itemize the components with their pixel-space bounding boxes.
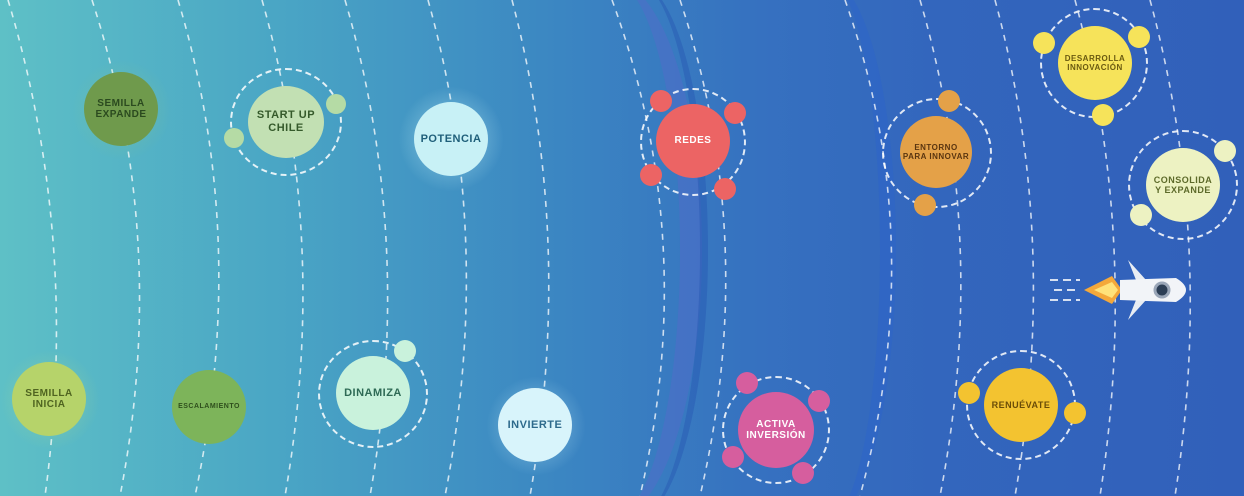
planet-escalamiento[interactable]: ESCALAMIENTO xyxy=(172,370,246,444)
moon xyxy=(326,94,346,114)
moon xyxy=(736,372,758,394)
planet-halo xyxy=(1128,130,1238,240)
planet-label: SEMILLA EXPANDE xyxy=(95,97,147,121)
planet-label: ESCALAMIENTO xyxy=(178,402,240,410)
planet-consolida[interactable]: CONSOLIDA Y EXPANDE xyxy=(1146,148,1220,222)
moon xyxy=(1092,104,1114,126)
planet-dinamiza[interactable]: DINAMIZA xyxy=(336,356,410,430)
planet-label: RENUÉVATE xyxy=(991,399,1051,410)
moon xyxy=(808,390,830,412)
planet-halo xyxy=(882,98,992,208)
rocket-icon xyxy=(1050,260,1186,320)
moon xyxy=(1214,140,1236,162)
moon xyxy=(914,194,936,216)
planet-label: DESARROLLA INNOVACIÓN xyxy=(1064,53,1126,72)
planet-potencia[interactable]: POTENCIA xyxy=(414,102,488,176)
planet-redes[interactable]: REDES xyxy=(656,104,730,178)
planet-desarrolla[interactable]: DESARROLLA INNOVACIÓN xyxy=(1058,26,1132,100)
planet-label: DINAMIZA xyxy=(344,386,402,399)
moon xyxy=(224,128,244,148)
nebula-band xyxy=(560,0,708,496)
moon xyxy=(1130,204,1152,226)
planet-halo xyxy=(318,340,428,448)
moon xyxy=(650,90,672,112)
moon xyxy=(1064,402,1086,424)
moon xyxy=(714,178,736,200)
moon xyxy=(1128,26,1150,48)
planet-halo xyxy=(722,376,830,484)
moon xyxy=(724,102,746,124)
planet-renuevate[interactable]: RENUÉVATE xyxy=(984,368,1058,442)
planet-label: POTENCIA xyxy=(420,132,482,145)
moon xyxy=(958,382,980,404)
planet-invierte[interactable]: INVIERTE xyxy=(498,388,572,462)
planet-label: REDES xyxy=(674,135,712,147)
planet-entorno[interactable]: ENTORNO PARA INNOVAR xyxy=(900,116,972,188)
moon xyxy=(938,90,960,112)
moon xyxy=(394,340,416,362)
planet-label: ENTORNO PARA INNOVAR xyxy=(902,142,970,161)
planet-semilla-expande[interactable]: SEMILLA EXPANDE xyxy=(84,72,158,146)
planet-activa-inversion[interactable]: ACTIVA INVERSIÓN xyxy=(738,392,814,468)
planet-start-up-chile[interactable]: START UP CHILE xyxy=(248,86,324,158)
planet-label: START UP CHILE xyxy=(256,109,316,134)
planet-halo xyxy=(640,88,746,196)
planet-label: INVIERTE xyxy=(507,418,563,431)
planet-halo xyxy=(230,68,342,176)
planet-label: ACTIVA INVERSIÓN xyxy=(746,418,806,442)
planet-label: SEMILLA INICIA xyxy=(25,387,73,411)
moon xyxy=(1033,32,1055,54)
moon xyxy=(722,446,744,468)
planet-label: CONSOLIDA Y EXPANDE xyxy=(1153,174,1213,195)
moon xyxy=(792,462,814,484)
planet-semilla-inicia[interactable]: SEMILLA INICIA xyxy=(12,362,86,436)
moon xyxy=(640,164,662,186)
